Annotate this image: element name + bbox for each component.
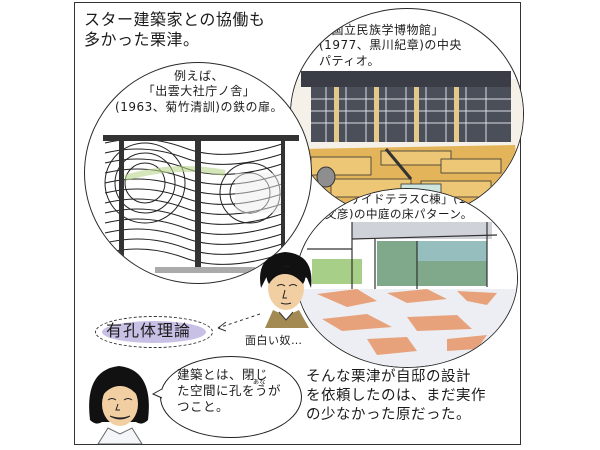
speech-bubble: 建築とは、閉じ た空間に孔をうがつこと。 あな: [160, 356, 302, 438]
speech-bubble-text: 建築とは、閉じ た空間に孔をうがつこと。: [177, 367, 282, 414]
woman-portrait: [89, 366, 149, 444]
iron-door-illustration: [103, 135, 299, 273]
keyword-badge-text: 有孔体理論: [106, 321, 192, 340]
side-remark: 面白い奴…: [245, 334, 303, 347]
speech-ruby: あな: [253, 379, 267, 386]
museum-patio-illustration: [291, 71, 523, 219]
hillside-caption: 「ヒルサイドテラスC棟」(1973、 槇文彦)の中庭の床パターン。: [311, 191, 504, 223]
door-caption: 例えば、 「出雲大社庁ノ舎」 (1963、菊竹清訓)の鉄の扉。: [115, 69, 283, 114]
dotted-arrow-icon: [217, 313, 261, 332]
museum-caption: 「国立民族学博物館」 (1977、黒川紀章)の中央 パティオ。: [319, 23, 462, 68]
keyword-badge: 有孔体理論: [95, 316, 213, 348]
speech-tail: [152, 388, 163, 399]
caption-top: スター建築家との協働も 多かった栗津。: [84, 10, 266, 50]
caption-bottom: そんな栗津が自邸の設計 を依頼したのは、まだ実作 の少なかった原だった。: [306, 369, 486, 423]
bubble-hillside: 「ヒルサイドテラスC棟」(1973、 槇文彦)の中庭の床パターン。: [296, 188, 518, 368]
bubble-door: 例えば、 「出雲大社庁ノ舎」 (1963、菊竹清訓)の鉄の扉。: [84, 62, 312, 284]
bubble-museum: 「国立民族学博物館」 (1977、黒川紀章)の中央 パティオ。: [290, 8, 524, 220]
man-portrait: [260, 252, 312, 328]
